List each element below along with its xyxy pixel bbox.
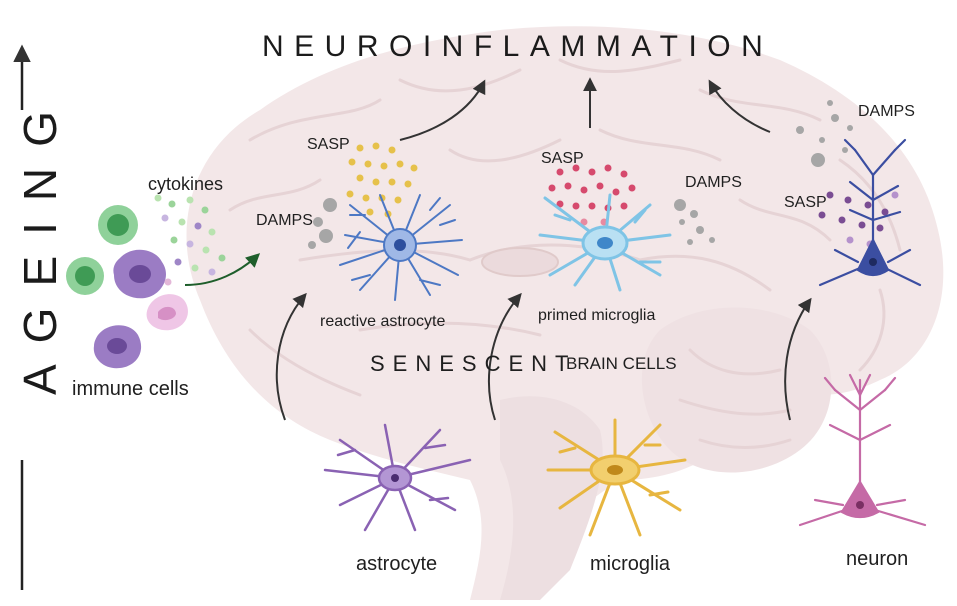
damps-label-neuron: DAMPS [858, 103, 915, 120]
neuron-label: neuron [846, 548, 909, 570]
immune-cell-green-1 [98, 205, 138, 245]
sasp-dots-microglia [548, 164, 636, 226]
damps-dots-neuron [796, 100, 853, 167]
ageing-axis-label: AGEING [14, 90, 66, 395]
ventricle-shape [481, 247, 559, 277]
damps-dots-microglia [674, 199, 715, 245]
arrow-immune-infiltration [184, 253, 261, 286]
astrocyte-cell [323, 423, 472, 532]
arrow-neuron-to-senescent [784, 297, 812, 421]
brain-background [186, 26, 944, 600]
sasp-label-astrocyte: SASP [307, 136, 350, 153]
brain-cells-label: BRAIN CELLS [566, 354, 677, 373]
senescent-label: SENESCENT [370, 351, 577, 376]
brain-cerebrum [186, 26, 944, 600]
sasp-label-neuron: SASP [784, 194, 827, 211]
senescent-neuron-cell [818, 138, 922, 287]
immune-cells-group [66, 205, 188, 369]
reactive-astrocyte-cell [339, 194, 463, 301]
arrow-astrocyte-to-neuroinflammation [399, 79, 486, 141]
brain-folds [228, 58, 902, 449]
microglia-label: microglia [590, 553, 671, 575]
arrow-neuron-to-neuroinflammation [708, 79, 771, 133]
immune-cell-green-2 [66, 257, 104, 295]
cytokine-dots [154, 194, 226, 286]
sasp-dots-astrocyte [346, 142, 418, 218]
primed-microglia-label: primed microglia [538, 307, 656, 324]
immune-cell-pink [146, 294, 188, 331]
sasp-dots-neuron [818, 191, 899, 248]
arrow-microglia-to-primed [488, 292, 522, 421]
microglia-cell [546, 418, 687, 537]
reactive-astrocyte-label: reactive astrocyte [320, 313, 446, 330]
arrow-astrocyte-to-reactive [275, 292, 307, 421]
immune-cells-label: immune cells [72, 378, 189, 400]
sasp-label-microglia: SASP [541, 150, 584, 167]
primed-microglia-cell [538, 193, 672, 292]
neuroinflammation-title: NEUROINFLAMMATION [262, 30, 774, 63]
cytokines-label: cytokines [148, 174, 224, 194]
immune-cell-purple-1 [113, 249, 166, 299]
damps-label-microglia: DAMPS [685, 174, 742, 191]
damps-dots-astrocyte [308, 198, 337, 249]
immune-cell-purple-2 [93, 325, 142, 369]
neuron-cell [798, 373, 927, 527]
damps-label-astrocyte: DAMPS [256, 212, 313, 229]
brain-stem [500, 396, 603, 600]
astrocyte-label: astrocyte [356, 553, 438, 575]
